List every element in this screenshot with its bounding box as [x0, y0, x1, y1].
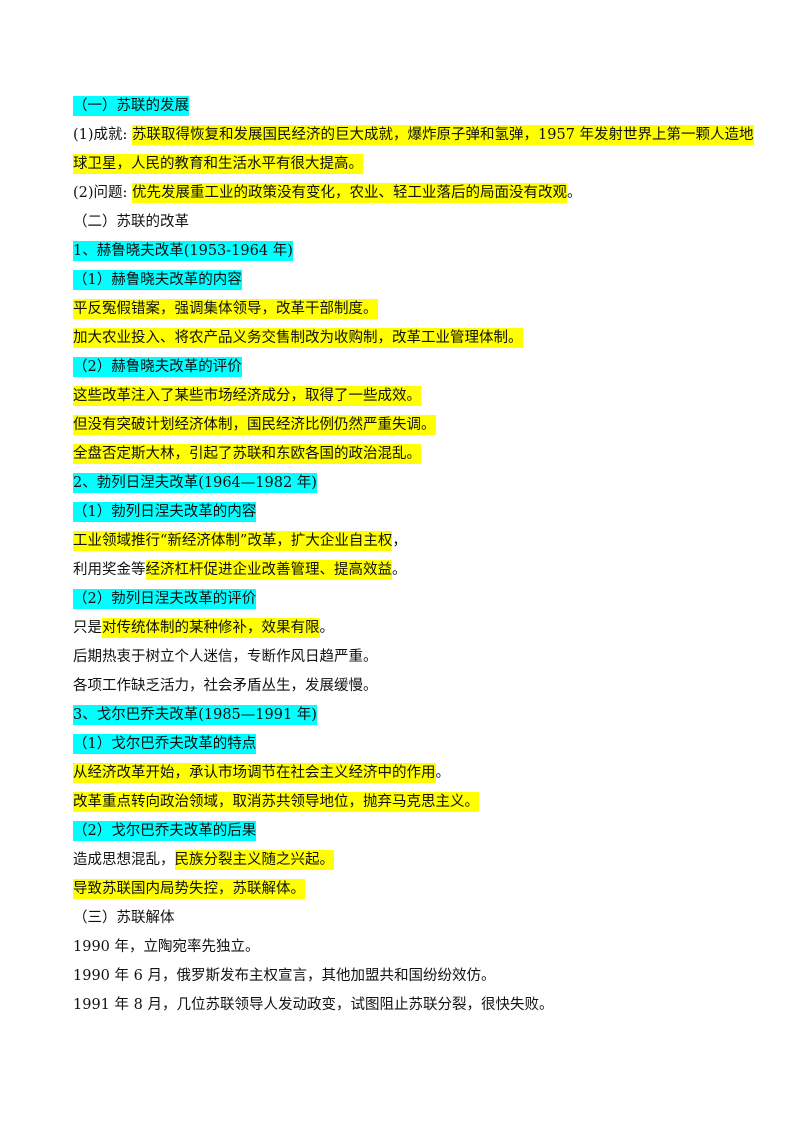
- highlighted-text-yellow: 但没有突破计划经济体制，国民经济比例仍然严重失调。: [73, 415, 436, 435]
- text-line: 这些改革注入了某些市场经济成分，取得了一些成效。: [73, 382, 733, 411]
- highlighted-text-yellow: 从经济改革开始，承认市场调节在社会主义经济中的作用: [73, 763, 436, 783]
- highlighted-text-cyan: （一）苏联的发展: [73, 96, 189, 116]
- text-line: （三）苏联解体: [73, 904, 733, 933]
- highlighted-text-cyan: 2、勃列日涅夫改革(1964—1982 年): [73, 473, 317, 493]
- text-line: 利用奖金等经济杠杆促进企业改善管理、提高效益。: [73, 556, 733, 585]
- text-segment: 1991 年 8 月，几位苏联领导人发动政变，试图阻止苏联分裂，很快失败。: [73, 997, 554, 1013]
- text-line: 1990 年，立陶宛率先独立。: [73, 933, 733, 962]
- text-line: 导致苏联国内局势失控，苏联解体。: [73, 875, 733, 904]
- text-line: 平反冤假错案，强调集体领导，改革干部制度。: [73, 295, 733, 324]
- highlighted-text-yellow: 导致苏联国内局势失控，苏联解体。: [73, 879, 305, 899]
- highlighted-text-yellow: 全盘否定斯大林，引起了苏联和东欧各国的政治混乱。: [73, 444, 421, 464]
- text-segment: 利用奖金等: [73, 562, 146, 578]
- text-segment: (2)问题:: [73, 185, 133, 201]
- highlighted-text-cyan: （2）赫鲁晓夫改革的评价: [73, 357, 242, 377]
- text-line: 只是对传统体制的某种修补，效果有限。: [73, 614, 733, 643]
- highlighted-text-yellow: 改革重点转向政治领域，取消苏共领导地位，抛弃马克思主义。: [73, 792, 479, 812]
- document-page: （一）苏联的发展 (1)成就: 苏联取得恢复和发展国民经济的巨大成就，爆炸原子弹和…: [73, 92, 754, 1020]
- text-line: (2)问题: 优先发展重工业的政策没有变化，农业、轻工业落后的局面没有改观。: [73, 179, 733, 208]
- highlighted-text-yellow: 经济杠杆促进企业改善管理、提高效益: [145, 560, 392, 580]
- text-line: 改革重点转向政治领域，取消苏共领导地位，抛弃马克思主义。: [73, 788, 733, 817]
- highlighted-text-cyan: （2）勃列日涅夫改革的评价: [73, 589, 257, 609]
- text-line: 加大农业投入、将农产品义务交售制改为收购制，改革工业管理体制。: [73, 324, 733, 353]
- text-line: （1）戈尔巴乔夫改革的特点: [73, 730, 733, 759]
- text-line: （2）戈尔巴乔夫改革的后果: [73, 817, 733, 846]
- text-segment: 1990 年 6 月，俄罗斯发布主权宣言，其他加盟共和国纷纷效仿。: [73, 968, 496, 984]
- text-line: （2）勃列日涅夫改革的评价: [73, 585, 733, 614]
- text-segment: 造成思想混乱，: [73, 852, 175, 868]
- text-line: （2）赫鲁晓夫改革的评价: [73, 353, 733, 382]
- text-line: 全盘否定斯大林，引起了苏联和东欧各国的政治混乱。: [73, 440, 733, 469]
- highlighted-text-yellow: 这些改革注入了某些市场经济成分，取得了一些成效。: [73, 386, 421, 406]
- text-segment: 后期热衷于树立个人迷信，专断作风日趋严重。: [73, 649, 378, 665]
- text-line: 2、勃列日涅夫改革(1964—1982 年): [73, 469, 733, 498]
- text-line: 3、戈尔巴乔夫改革(1985—1991 年): [73, 701, 733, 730]
- text-line: （一）苏联的发展: [73, 92, 733, 121]
- text-line: （二）苏联的改革: [73, 208, 733, 237]
- text-segment: （二）苏联的改革: [73, 214, 189, 230]
- highlighted-text-yellow: 优先发展重工业的政策没有变化，农业、轻工业落后的局面没有改观: [132, 183, 568, 203]
- highlighted-text-yellow: 工业领域推行“新经济体制”改革，扩大企业自主权: [73, 531, 393, 551]
- text-line: 但没有突破计划经济体制，国民经济比例仍然严重失调。: [73, 411, 733, 440]
- highlighted-text-cyan: （1）勃列日涅夫改革的内容: [73, 502, 257, 522]
- text-segment: 。: [567, 185, 582, 201]
- text-line: （1）赫鲁晓夫改革的内容: [73, 266, 733, 295]
- highlighted-text-cyan: （1）戈尔巴乔夫改革的特点: [73, 734, 257, 754]
- highlighted-text-yellow: 苏联取得恢复和发展国民经济的巨大成就，爆炸原子弹和氢弹，1957 年发射世界上第…: [132, 125, 754, 145]
- highlighted-text-cyan: 1、赫鲁晓夫改革(1953-1964 年): [73, 241, 293, 261]
- text-line: 1990 年 6 月，俄罗斯发布主权宣言，其他加盟共和国纷纷效仿。: [73, 962, 733, 991]
- text-line: 工业领域推行“新经济体制”改革，扩大企业自主权，: [73, 527, 733, 556]
- text-segment: 只是: [73, 620, 102, 636]
- text-segment: 。: [435, 765, 451, 781]
- text-segment: 1990 年，立陶宛率先独立。: [73, 939, 260, 955]
- text-line: 从经济改革开始，承认市场调节在社会主义经济中的作用。: [73, 759, 733, 788]
- text-segment: 各项工作缺乏活力，社会矛盾丛生，发展缓慢。: [73, 678, 378, 694]
- highlighted-text-yellow: 球卫星，人民的教育和生活水平有很大提高。: [73, 154, 363, 174]
- highlighted-text-cyan: （1）赫鲁晓夫改革的内容: [73, 270, 242, 290]
- highlighted-text-yellow: 加大农业投入、将农产品义务交售制改为收购制，改革工业管理体制。: [73, 328, 523, 348]
- text-line: 后期热衷于树立个人迷信，专断作风日趋严重。: [73, 643, 733, 672]
- highlighted-text-cyan: 3、戈尔巴乔夫改革(1985—1991 年): [73, 705, 317, 725]
- text-line: （1）勃列日涅夫改革的内容: [73, 498, 733, 527]
- highlighted-text-cyan: （2）戈尔巴乔夫改革的后果: [73, 821, 257, 841]
- text-segment: ，: [392, 533, 407, 549]
- text-segment: 。: [319, 620, 335, 636]
- text-segment: 。: [392, 562, 407, 578]
- text-segment: (1)成就:: [73, 127, 133, 143]
- text-line: 各项工作缺乏活力，社会矛盾丛生，发展缓慢。: [73, 672, 733, 701]
- text-segment: （三）苏联解体: [73, 910, 175, 926]
- text-line: 球卫星，人民的教育和生活水平有很大提高。: [73, 150, 733, 179]
- highlighted-text-yellow: 对传统体制的某种修补，效果有限: [102, 618, 320, 638]
- text-line: 1991 年 8 月，几位苏联领导人发动政变，试图阻止苏联分裂，很快失败。: [73, 991, 733, 1020]
- text-line: 1、赫鲁晓夫改革(1953-1964 年): [73, 237, 733, 266]
- highlighted-text-yellow: 民族分裂主义随之兴起。: [174, 850, 334, 870]
- highlighted-text-yellow: 平反冤假错案，强调集体领导，改革干部制度。: [73, 299, 378, 319]
- text-line: (1)成就: 苏联取得恢复和发展国民经济的巨大成就，爆炸原子弹和氢弹，1957 …: [73, 121, 754, 150]
- text-line: 造成思想混乱，民族分裂主义随之兴起。: [73, 846, 733, 875]
